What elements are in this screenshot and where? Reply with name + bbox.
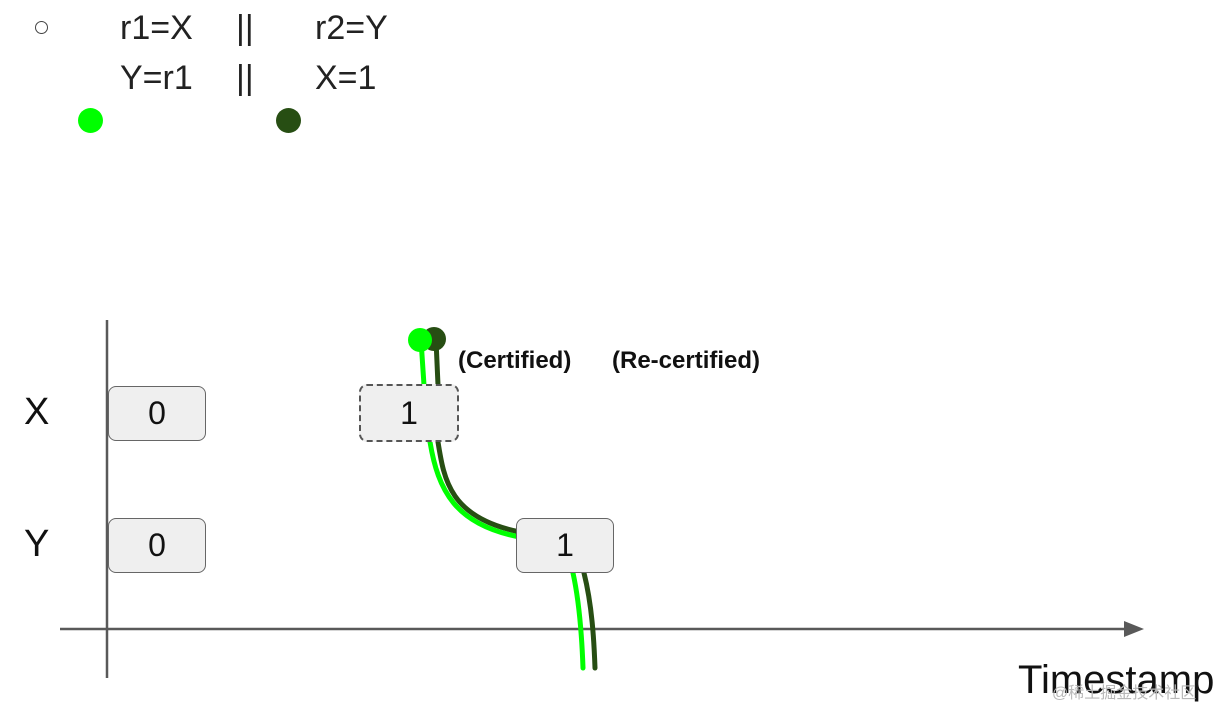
variable-label-x: X [24, 391, 50, 433]
x-version-1-box: 1 [359, 384, 459, 442]
x-axis-arrow-icon [1124, 621, 1144, 637]
parallel-separator-1: || [236, 9, 254, 47]
thread1-stmt-1: r1=X [120, 9, 193, 47]
y-version-0-box: 0 [108, 518, 206, 573]
x-version-0-box: 0 [108, 386, 206, 441]
recertified-note: (Re-certified) [612, 347, 761, 374]
variable-label-y: Y [24, 523, 50, 565]
thread2-stmt-2: X=1 [315, 59, 377, 97]
thread2-stmt-1: r2=Y [315, 9, 388, 47]
list-bullet-icon [35, 21, 48, 34]
certified-note: (Certified) [458, 347, 572, 374]
parallel-separator-2: || [236, 59, 254, 97]
thread1-marker-dot [408, 328, 432, 352]
thread1-legend-dot [78, 108, 103, 133]
watermark: @稀土掘金技术社区 [1052, 685, 1197, 702]
thread1-stmt-2: Y=r1 [120, 59, 193, 97]
y-version-1-box: 1 [516, 518, 614, 573]
x-axis-title: Timestamp [1018, 658, 1215, 702]
thread2-path [433, 337, 598, 671]
thread2-legend-dot [276, 108, 301, 133]
